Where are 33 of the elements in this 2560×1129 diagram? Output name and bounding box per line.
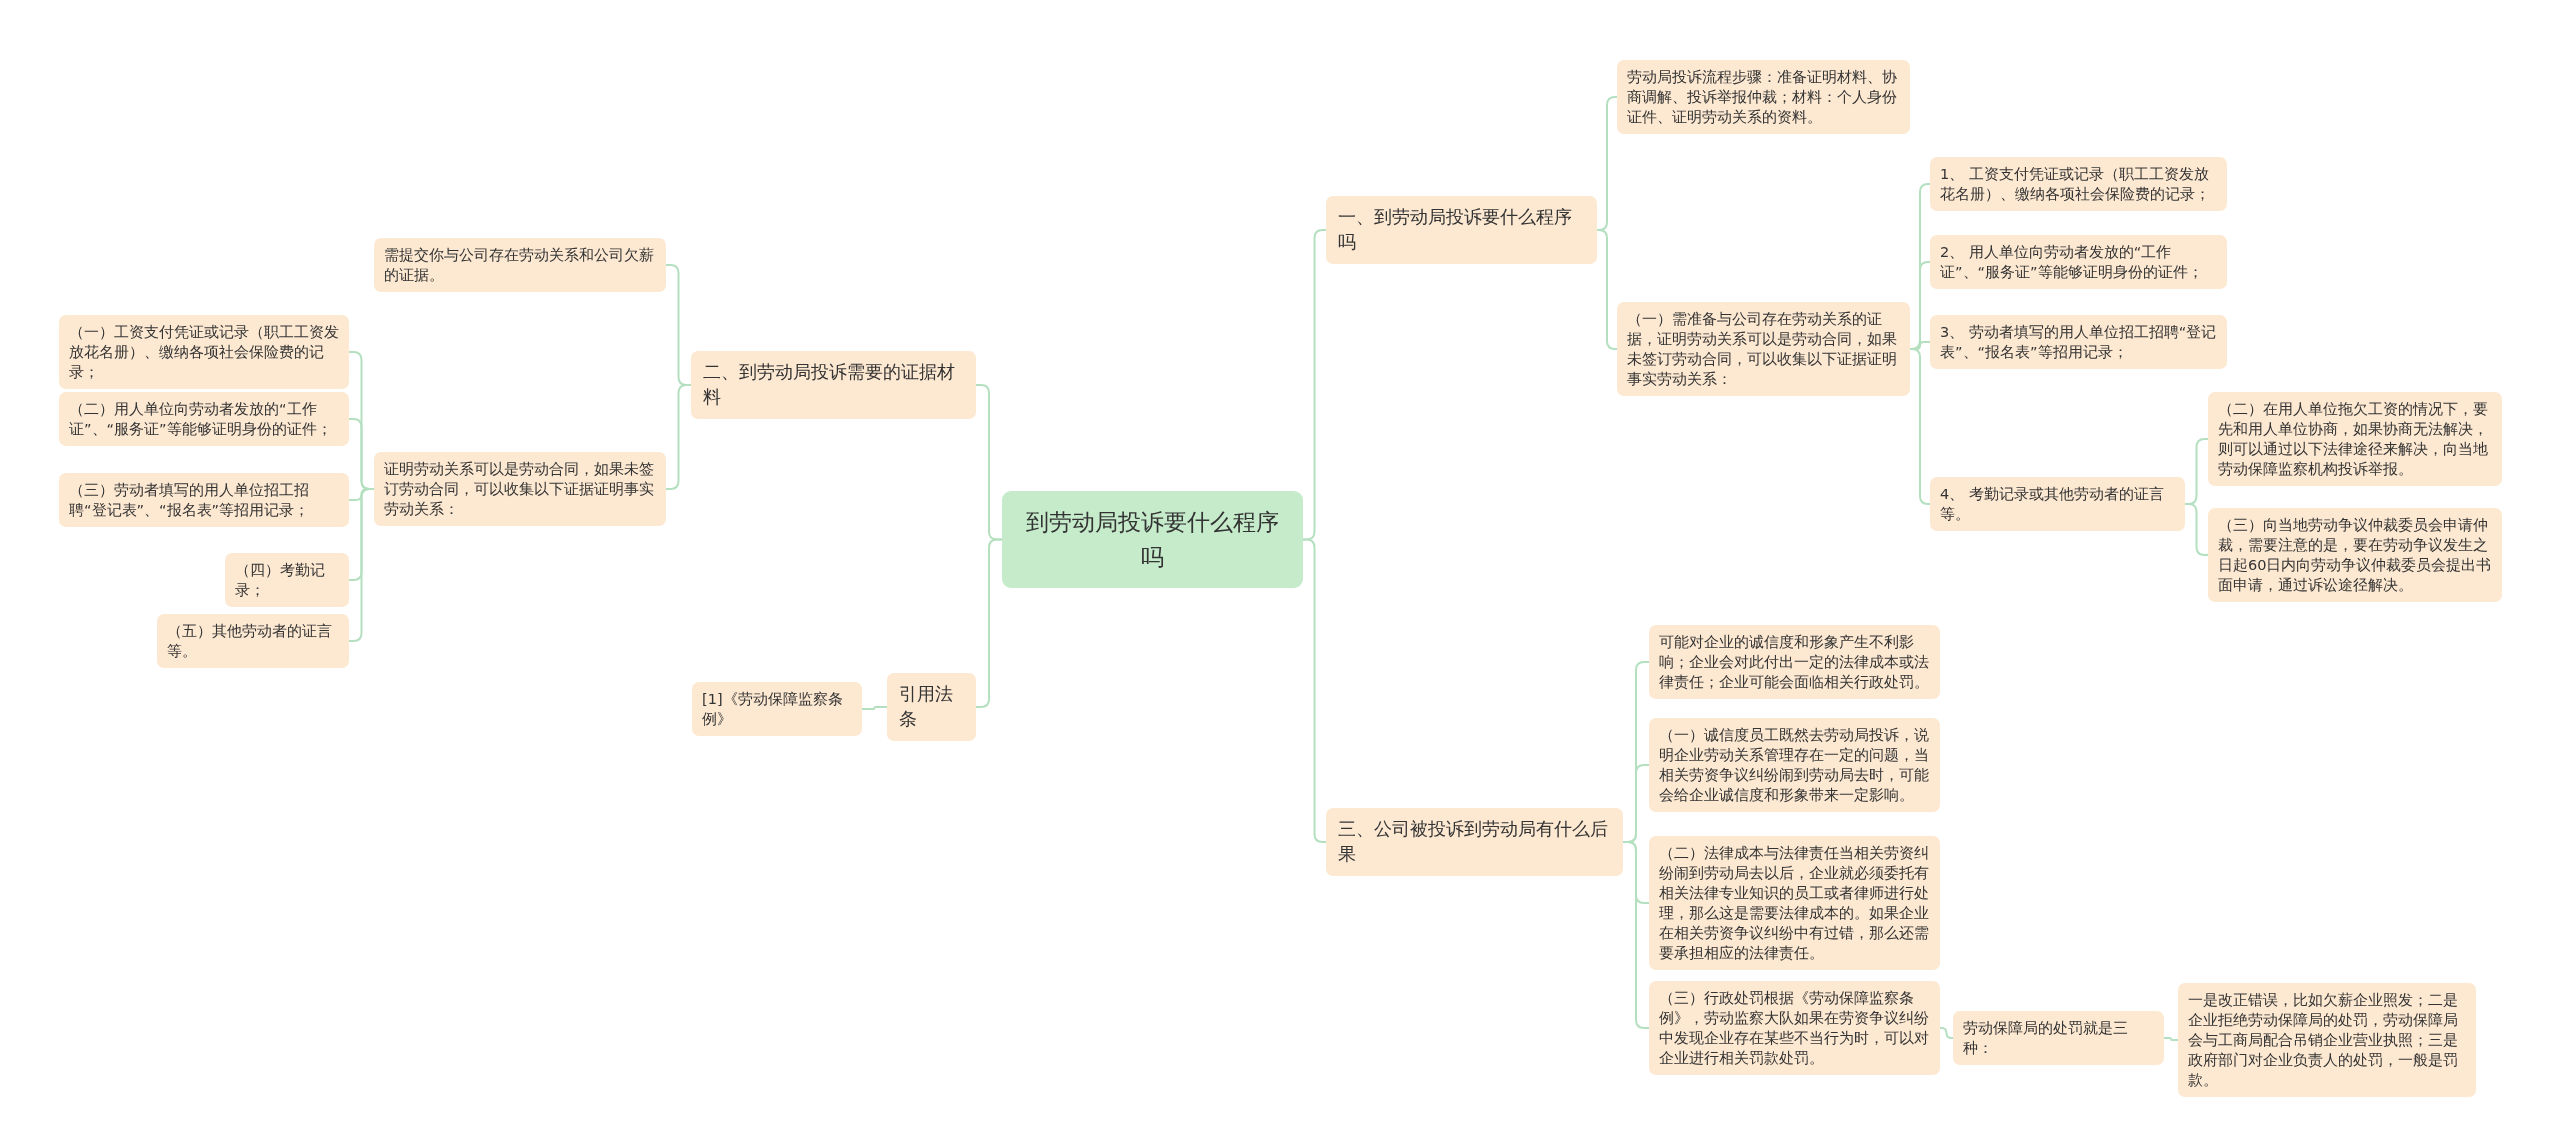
subtopic-box: （二）在用人单位拖欠工资的情况下，要先和用人单位协商，如果协商无法解决，则可以通过以下法律途径来解决，向当地劳动保障监察机构投诉举报。 <box>2208 392 2502 486</box>
subtopic-box: 一是改正错误，比如欠薪企业照发；二是企业拒绝劳动保障局的处罚，劳动保障局会与工商局配合吊销企业营业执照；三是政府部门对企业负责人的处罚，一般是罚款。 <box>2178 983 2476 1097</box>
subtopic-box: （三）向当地劳动争议仲裁委员会申请仲裁，需要注意的是，要在劳动争议发生之日起60日内向劳动争议仲裁委员会提出书面申请，通过诉讼途径解决。 <box>2208 508 2502 602</box>
subtopic-box: （四）考勤记录； <box>225 553 349 607</box>
connector <box>1939 1027 1954 1039</box>
central-topic: 到劳动局投诉要什么程序吗 <box>1002 491 1303 588</box>
subtopic-box: （五）其他劳动者的证言等。 <box>157 614 349 668</box>
topic-box: 一、到劳动局投诉要什么程序吗 <box>1326 196 1597 264</box>
connector <box>1909 348 1931 505</box>
subtopic-box: 3、 劳动者填写的用人单位招工招聘“登记表”、“报名表”等招用记录； <box>1930 315 2227 369</box>
subtopic-box: （三）劳动者填写的用人单位招工招聘“登记表”、“报名表”等招用记录； <box>59 473 349 527</box>
topic-box: 引用法条 <box>887 673 976 741</box>
connector <box>1596 229 1618 350</box>
subtopic-box: 2、 用人单位向劳动者发放的“工作证”、“服务证”等能够证明身份的证件； <box>1930 235 2227 289</box>
connector <box>861 706 888 710</box>
subtopic-box: [1]《劳动保障监察条例》 <box>692 682 862 736</box>
subtopic-box: 劳动局投诉流程步骤：准备证明材料、协商调解、投诉举报仲裁；材料：个人身份证件、证明劳动关系的资料。 <box>1617 60 1910 134</box>
subtopic-box: （三）行政处罚根据《劳动保障监察条例》，劳动监察大队如果在劳资争议纠纷中发现企业存在某些不当行为时，可以对企业进行相关罚款处罚。 <box>1649 981 1940 1075</box>
connector <box>1302 538 1327 843</box>
subtopic-box: 证明劳动关系可以是劳动合同，如果未签订劳动合同，可以收集以下证据证明事实劳动关系： <box>374 452 666 526</box>
subtopic-box: （二）法律成本与法律责任当相关劳资纠纷闹到劳动局去以后，企业就必须委托有相关法律专业知识的员工或者律师进行处理，那么这是需要法律成本的。如果企业在相关劳资争议纠纷中有过错，那么还需要承担相应的法律责任。 <box>1649 836 1940 970</box>
connector <box>2163 1037 2179 1041</box>
subtopic-box: （一）需准备与公司存在劳动关系的证据，证明劳动关系可以是劳动合同，如果未签订劳动合同，可以收集以下证据证明事实劳动关系： <box>1617 302 1910 396</box>
subtopic-box: 可能对企业的诚信度和形象产生不利影响；企业会对此付出一定的法律成本或法律责任；企业可能会面临相关行政处罚。 <box>1649 625 1940 699</box>
subtopic-box: （一）工资支付凭证或记录（职工工资发放花名册）、缴纳各项社会保险费的记录； <box>59 315 349 389</box>
subtopic-box: 劳动保障局的处罚就是三种： <box>1953 1011 2164 1065</box>
topic-box: 二、到劳动局投诉需要的证据材料 <box>691 351 976 419</box>
subtopic-box: （二）用人单位向劳动者发放的“工作证”、“服务证”等能够证明身份的证件； <box>59 392 349 446</box>
subtopic-box: 需提交你与公司存在劳动关系和公司欠薪的证据。 <box>374 238 666 292</box>
subtopic-box: 1、 工资支付凭证或记录（职工工资发放花名册）、缴纳各项社会保险费的记录； <box>1930 157 2227 211</box>
topic-box: 三、公司被投诉到劳动局有什么后果 <box>1326 808 1623 876</box>
subtopic-box: 4、 考勤记录或其他劳动者的证言等。 <box>1930 477 2185 531</box>
subtopic-box: （一）诚信度员工既然去劳动局投诉，说明企业劳动关系管理存在一定的问题，当相关劳资争议纠纷闹到劳动局去时，可能会给企业诚信度和形象带来一定影响。 <box>1649 718 1940 812</box>
